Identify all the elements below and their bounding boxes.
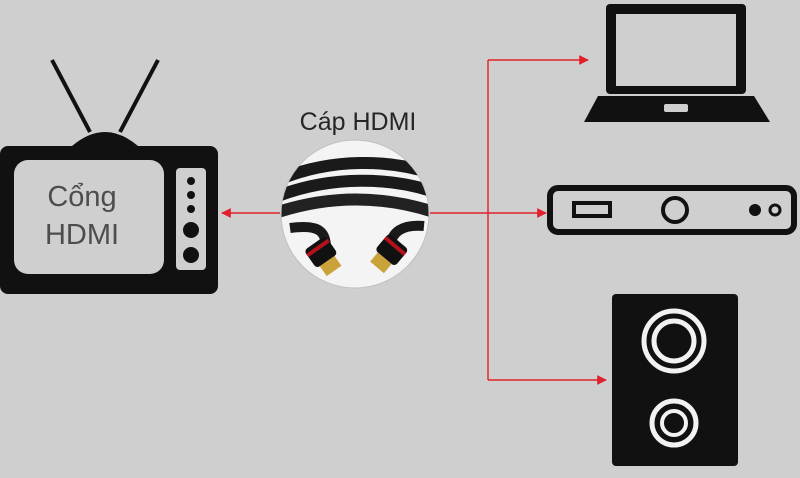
speaker-icon <box>612 294 738 466</box>
tv-label-line2: HDMI <box>44 219 120 251</box>
tv-label-line1: Cổng <box>47 181 117 213</box>
tv-icon <box>0 59 218 294</box>
tv-port-label: Cổng HDMI <box>24 178 140 254</box>
hdmi-cable-photo <box>280 139 430 289</box>
connector-lines <box>221 55 607 385</box>
cable-label: Cáp HDMI <box>299 108 417 136</box>
set-top-box-icon <box>547 185 797 235</box>
laptop-icon <box>584 4 770 122</box>
